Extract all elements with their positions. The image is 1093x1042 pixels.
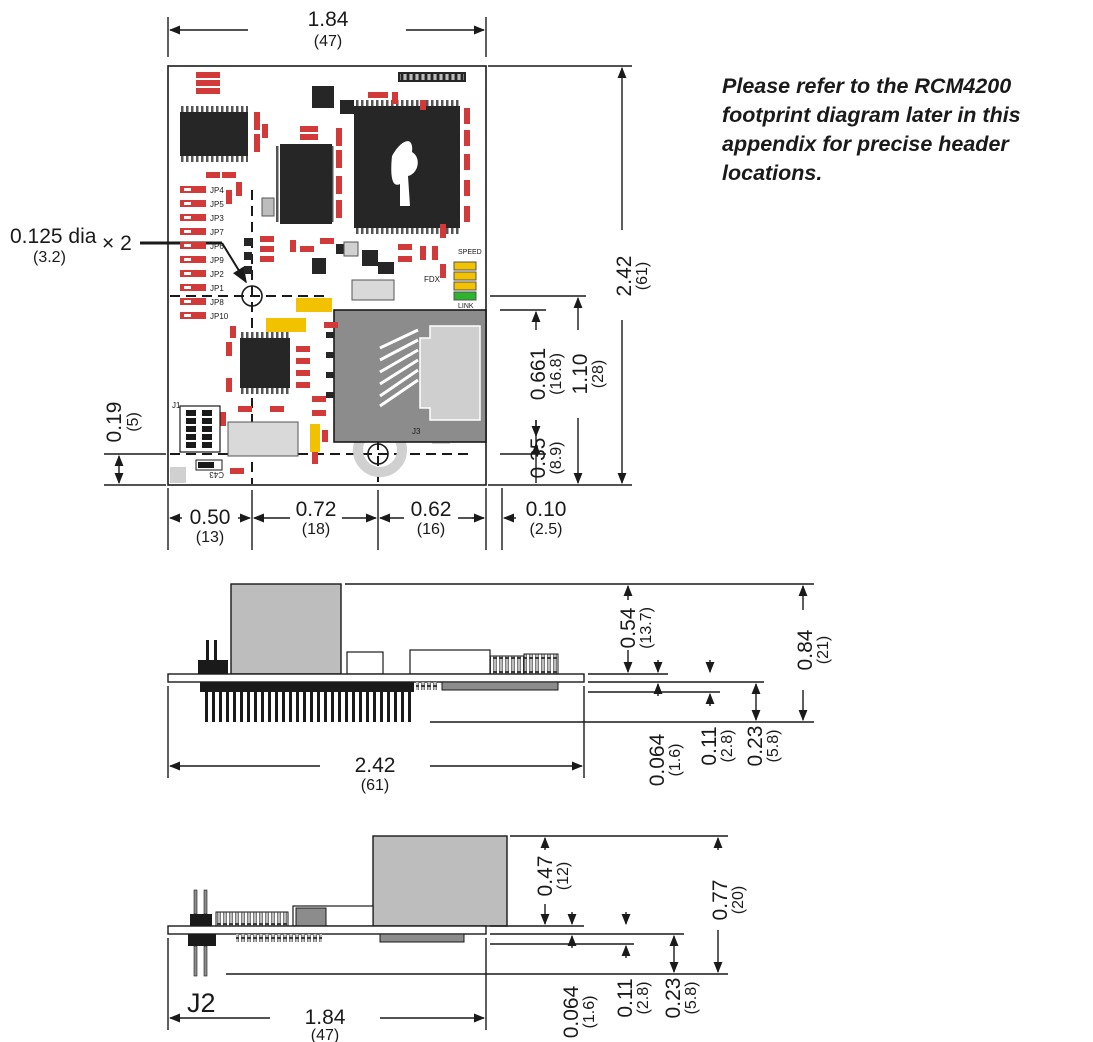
sv1-dim-1-mm: (21) [815, 636, 832, 664]
mounting-hole [241, 285, 263, 307]
hole-label: 0.125 dia [10, 225, 97, 248]
top-height-mm: (61) [634, 262, 651, 290]
dimension-labels: 1.84 (47) 0.125 dia (3.2) × 2 2.42 (61) … [10, 8, 832, 1042]
jack-inner-in: 0.661 [527, 348, 550, 401]
chip-u2 [280, 144, 332, 224]
reference-note: Please refer to the RCM4200 footprint di… [722, 74, 1021, 185]
sv2-dim-1-in: 0.77 [709, 880, 732, 921]
svg-text:JP4: JP4 [210, 186, 224, 195]
sv1-dim-3-mm: (2.8) [719, 730, 736, 763]
svg-text:JP9: JP9 [210, 256, 224, 265]
sv1-dim-0-mm: (13.7) [638, 607, 655, 649]
svg-text:J1: J1 [172, 401, 181, 410]
left-offset-in: 0.19 [103, 402, 126, 443]
svg-text:JP10: JP10 [210, 312, 229, 321]
svg-text:SPEED: SPEED [458, 249, 482, 256]
svg-text:JP7: JP7 [210, 228, 224, 237]
svg-text:JP1: JP1 [210, 284, 224, 293]
sv1-dim-2-in: 0.064 [646, 733, 669, 786]
sv1-dim-4-mm: (5.8) [765, 730, 782, 763]
svg-text:JP6: JP6 [210, 242, 224, 251]
sv1-dim-0-in: 0.54 [617, 607, 640, 648]
svg-text:JP8: JP8 [210, 298, 224, 307]
jack-offset-in: 0.35 [527, 438, 550, 479]
sv2-length-in: 1.84 [305, 1006, 346, 1029]
sv2-dim-0-mm: (12) [555, 862, 572, 890]
side-view-2 [167, 835, 728, 1030]
sv1-dim-2-mm: (1.6) [667, 744, 684, 777]
hole-count: × 2 [102, 232, 132, 255]
bottom-dim-4-in: 0.10 [526, 498, 567, 521]
bottom-dim-2-in: 0.72 [296, 498, 337, 521]
chip-u1 [180, 112, 248, 156]
svg-text:JP2: JP2 [210, 270, 224, 279]
sv2-dim-4-mm: (5.8) [683, 982, 700, 1015]
svg-text:JP5: JP5 [210, 200, 224, 209]
bottom-dim-2-mm: (18) [302, 521, 330, 538]
sv2-dim-0-in: 0.47 [534, 856, 557, 897]
sv1-length-mm: (61) [361, 777, 389, 794]
sv1-dim-3-in: 0.11 [698, 726, 721, 765]
sv1-length-in: 2.42 [355, 754, 396, 777]
sv2-dim-2-in: 0.064 [560, 985, 583, 1038]
top-height-in: 2.42 [613, 256, 636, 297]
sv2-dim-2-mm: (1.6) [581, 996, 598, 1029]
bottom-dim-1-in: 0.50 [190, 506, 231, 529]
side-view-1 [167, 583, 814, 778]
svg-text:J3: J3 [412, 427, 421, 436]
bottom-dim-3-mm: (16) [417, 521, 445, 538]
jack-height-mm: (28) [590, 360, 607, 388]
sv2-dim-3-in: 0.11 [614, 978, 637, 1017]
svg-text:C43: C43 [209, 470, 224, 479]
svg-text:JP3: JP3 [210, 214, 224, 223]
bottom-dim-4-mm: (2.5) [530, 521, 563, 538]
j2-label: J2 [187, 988, 216, 1018]
svg-text:FDX: FDX [424, 275, 441, 284]
sv2-length-mm: (47) [311, 1027, 339, 1042]
top-width-mm: (47) [314, 33, 342, 50]
jack-inner-mm: (16.8) [548, 353, 565, 395]
sv2-dim-1-mm: (20) [730, 886, 747, 914]
sv1-dim-4-in: 0.23 [744, 726, 767, 767]
hole-mm: (3.2) [33, 249, 66, 266]
sv2-dim-3-mm: (2.8) [635, 982, 652, 1015]
bottom-dim-1-mm: (13) [196, 529, 224, 546]
jack-height-in: 1.10 [569, 354, 592, 395]
sv2-dim-4-in: 0.23 [662, 978, 685, 1019]
top-width-in: 1.84 [308, 8, 349, 31]
left-offset-mm: (5) [125, 412, 142, 432]
svg-text:LINK: LINK [458, 303, 474, 310]
jack-offset-mm: (8.9) [548, 442, 565, 475]
sv1-dim-1-in: 0.84 [794, 629, 817, 670]
chip-u4 [240, 338, 290, 388]
bottom-dim-3-in: 0.62 [411, 498, 452, 521]
mounting-hole [367, 443, 389, 465]
